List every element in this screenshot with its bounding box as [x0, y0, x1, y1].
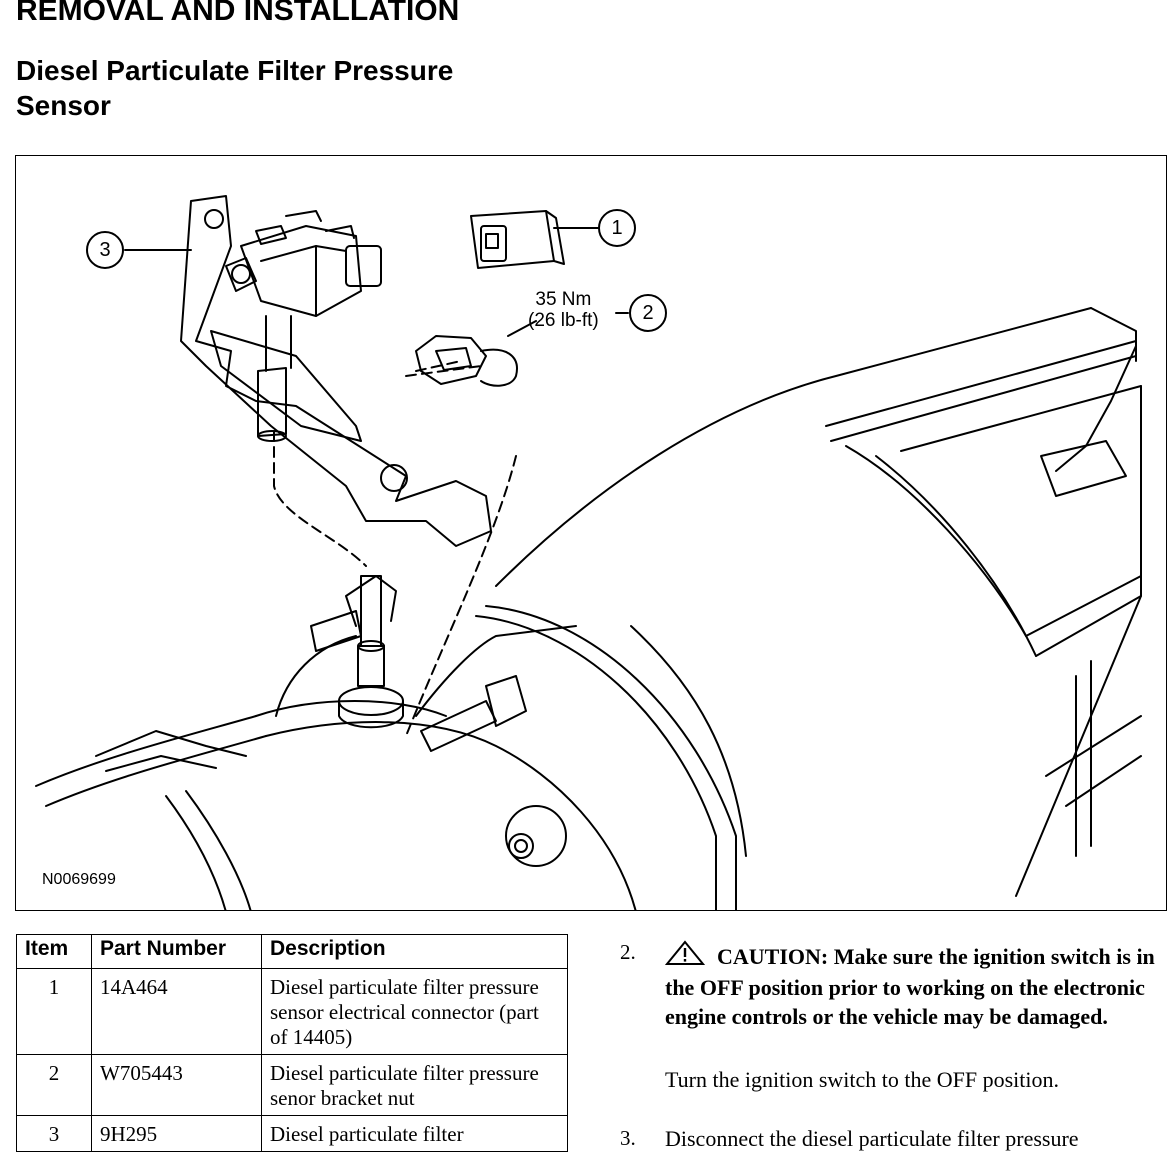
step-number: 3. — [620, 1126, 636, 1150]
caution-block: CAUTION: Make sure the ignition switch i… — [664, 940, 1165, 1031]
row-description: Diesel particulate filter — [261, 1115, 568, 1152]
table-row: 3 9H295 Diesel particulate filter — [16, 1115, 568, 1152]
torque-spec: 35 Nm (26 lb-ft) — [528, 289, 599, 331]
figure-id: N0069699 — [42, 871, 116, 888]
row-item: 3 — [16, 1115, 92, 1152]
table-row: 2 W705443 Diesel particulate filter pres… — [16, 1054, 568, 1116]
step-text: Turn the ignition switch to the OFF posi… — [665, 1067, 1060, 1092]
callout-1: 1 — [611, 217, 623, 239]
row-description: Diesel particulate filter pressure senor… — [261, 1054, 568, 1116]
section-title: REMOVAL AND INSTALLATION — [16, 0, 460, 27]
callout-2: 2 — [642, 302, 654, 324]
parts-table: Item Part Number Description 1 14A464 Di… — [16, 934, 568, 1152]
caution-text: CAUTION: Make sure the ignition switch i… — [665, 944, 1155, 1029]
header-item: Item — [16, 934, 92, 969]
torque-nm: 35 Nm — [535, 289, 592, 310]
parts-table-header: Item Part Number Description — [16, 934, 568, 969]
step-number: 2. — [620, 940, 636, 964]
table-row: 1 14A464 Diesel particulate filter press… — [16, 968, 568, 1055]
row-part-number: 9H295 — [91, 1115, 262, 1152]
row-description: Diesel particulate filter pressure senso… — [261, 968, 568, 1055]
torque-lbft: (26 lb-ft) — [528, 310, 599, 331]
exploded-view-figure: 1 2 3 35 Nm (26 lb-ft) N0069699 — [15, 155, 1167, 911]
row-item: 2 — [16, 1054, 92, 1116]
callout-3: 3 — [99, 239, 111, 261]
procedure-title: Diesel Particulate Filter Pressure Senso… — [16, 55, 454, 121]
row-part-number: 14A464 — [91, 968, 262, 1055]
warning-triangle-icon — [664, 940, 706, 973]
row-item: 1 — [16, 968, 92, 1055]
dpf-sensor-illustration — [35, 195, 1142, 910]
header-description: Description — [261, 934, 568, 969]
header-part-number: Part Number — [91, 934, 262, 969]
row-part-number: W705443 — [91, 1054, 262, 1116]
step-text: Disconnect the diesel particulate filter… — [665, 1126, 1079, 1151]
